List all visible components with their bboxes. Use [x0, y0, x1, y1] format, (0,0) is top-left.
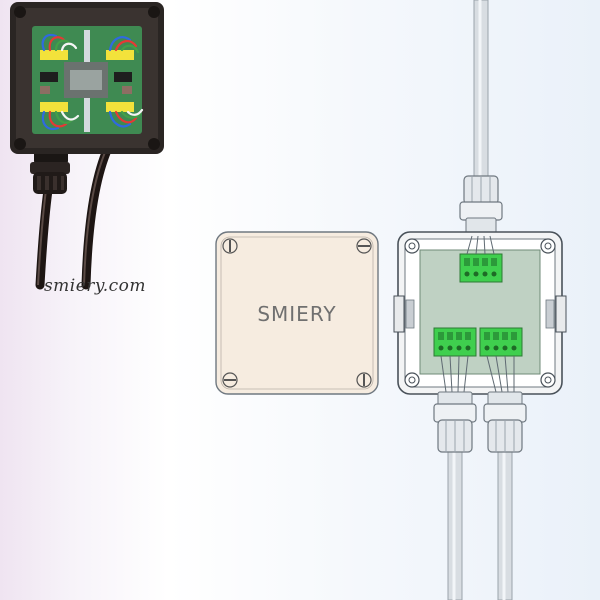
- terminal-block-top: [459, 253, 503, 283]
- enclosure-photo: [10, 2, 164, 290]
- bottom-cable-right: [497, 449, 513, 600]
- top-cable-gland: [459, 175, 503, 235]
- terminal-block-bottom-left: [433, 327, 477, 357]
- bottom-cable-gland-right: [483, 391, 527, 453]
- photo-cable-right: [81, 143, 113, 290]
- lid-brand-label: SMIERY: [257, 302, 337, 326]
- lid-screw-icon: [356, 238, 372, 254]
- bottom-cable-gland-left: [433, 391, 477, 453]
- lid-drawing: [215, 231, 379, 395]
- lid-screw-icon: [222, 238, 238, 254]
- terminal-block-bottom-right: [479, 327, 523, 357]
- top-cable: [473, 0, 489, 181]
- bottom-cable-left: [447, 449, 463, 600]
- website-caption: smiery.com: [43, 276, 147, 296]
- open-box-drawing: [393, 231, 567, 395]
- photo-cable-left: [35, 185, 53, 290]
- lid-screw-icon: [356, 372, 372, 388]
- lid-body: [215, 231, 379, 395]
- photo-cable-gland: [30, 150, 70, 194]
- lid-screw-icon: [222, 372, 238, 388]
